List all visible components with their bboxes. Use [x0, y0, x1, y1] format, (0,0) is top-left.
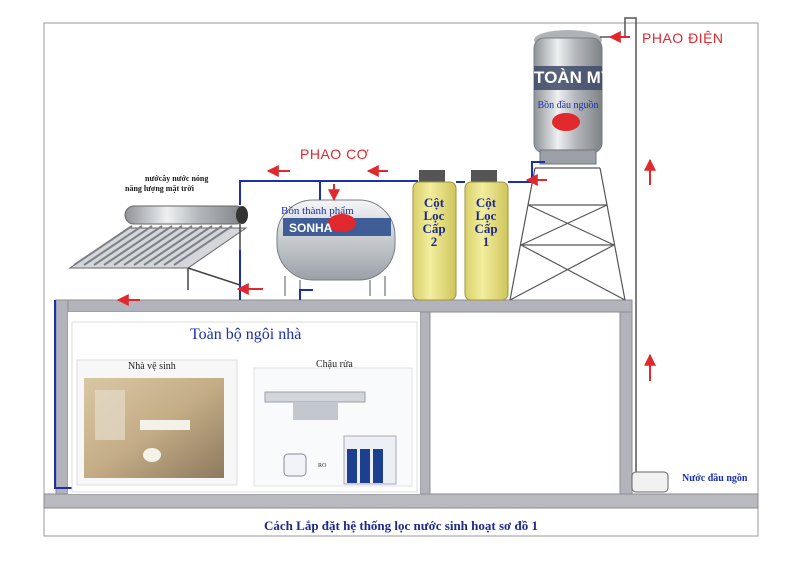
filter-1-line-4: 1	[482, 234, 490, 249]
bathroom-label: Nhà vệ sinh	[128, 361, 176, 372]
source-tank-brand: TOÀN MỸ	[534, 68, 613, 87]
sink-label: Chậu rửa	[316, 359, 353, 370]
filter-2-line-2: Lọc	[423, 208, 445, 223]
product-tank-brand: SONHA	[289, 221, 333, 235]
filter-column-1	[464, 170, 509, 301]
sink-unit	[264, 391, 366, 420]
ground-slab	[43, 493, 759, 509]
sink-panel	[253, 367, 413, 487]
filter-2-line-1: Cột	[423, 195, 445, 210]
bathroom-fixtures	[95, 390, 190, 462]
phao-dien-label: PHAO ĐIỆN	[642, 30, 724, 46]
source-tank-label: Bồn đầu nguồn	[537, 100, 599, 111]
diagram-caption: Cách Lắp đặt hệ thống lọc nước sinh hoạt…	[264, 518, 538, 533]
solar-label-line1: nướcây nước nóng	[145, 174, 209, 183]
filter-1-line-1: Cột	[475, 195, 497, 210]
filter-1-line-2: Lọc	[475, 208, 497, 223]
filter-2-line-3: Cấp	[422, 221, 446, 236]
filter-2-line-4: 2	[430, 234, 438, 249]
ro-label: RO	[318, 463, 327, 469]
product-tank-label: Bồn thành phẩm	[281, 205, 354, 217]
filter-1-label: Cột Lọc Cấp 1	[464, 196, 508, 248]
ro-filter-unit	[283, 435, 397, 485]
tank-tower	[509, 167, 626, 301]
solar-heater	[68, 205, 248, 290]
source-tank	[533, 30, 603, 165]
phao-co-label: PHAO CƠ	[300, 146, 370, 162]
filter-column-2	[412, 170, 457, 301]
filter-2-label: Cột Lọc Cấp 2	[412, 196, 456, 248]
solar-label-line2: năng lượng mặt trời	[125, 184, 194, 193]
product-tank	[276, 199, 396, 296]
pump	[631, 471, 669, 493]
source-water-label: Nước đầu ngồn	[682, 473, 748, 484]
flow-arrows	[116, 31, 656, 381]
house-label: Toàn bộ ngôi nhà	[190, 326, 302, 343]
filter-1-line-3: Cấp	[474, 221, 498, 236]
